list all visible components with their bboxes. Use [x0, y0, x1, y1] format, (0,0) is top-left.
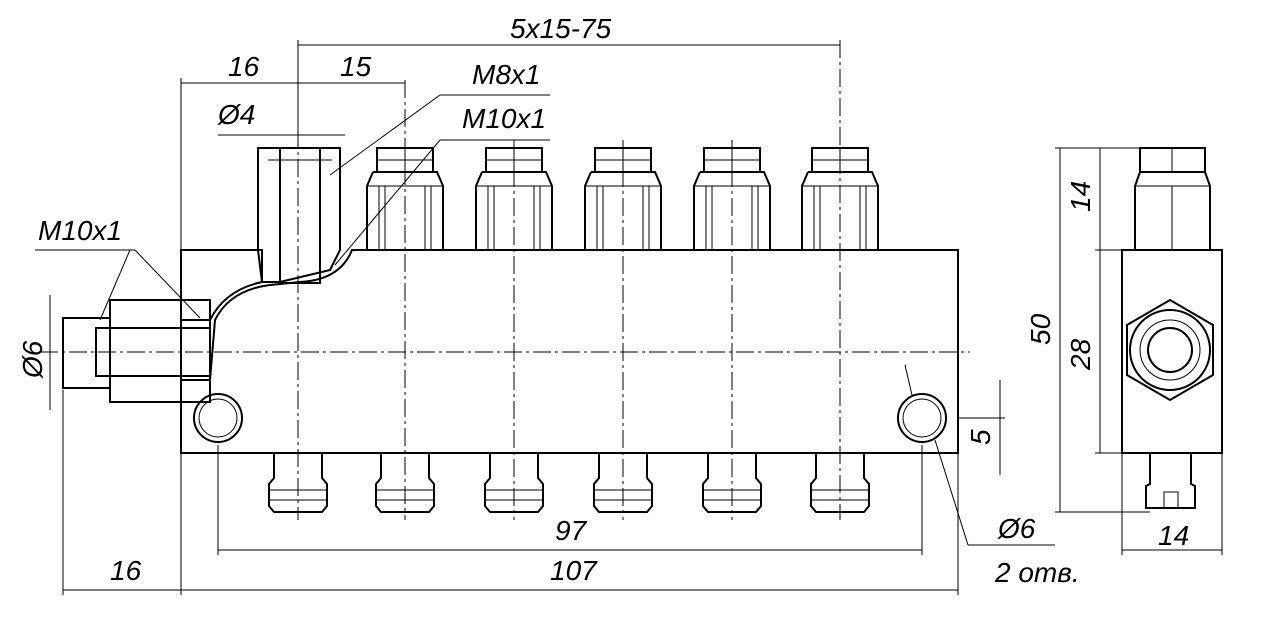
left-fitting-section	[109, 299, 211, 403]
front-view	[40, 40, 970, 520]
dim-height-28: 28	[1065, 338, 1096, 371]
mount-hole-right	[897, 393, 947, 443]
side-view	[1121, 147, 1223, 509]
dim-width-14: 14	[1158, 520, 1189, 551]
label-thread-m10-top: M10x1	[462, 103, 546, 134]
dim-height-50: 50	[1025, 313, 1056, 345]
dim-offset-top: 16	[228, 51, 260, 82]
dim-hole-offset: 5	[965, 429, 996, 445]
dim-height-14: 14	[1065, 181, 1096, 212]
dim-length-107: 107	[550, 555, 598, 586]
m8-fitting-section	[257, 147, 341, 283]
label-thread-m10-left: M10x1	[38, 215, 122, 246]
body-outline	[180, 249, 959, 454]
dim-left-diameter: Ø6	[17, 340, 48, 379]
mount-hole-left	[193, 393, 243, 443]
dim-first-pitch: 15	[340, 51, 372, 82]
dim-hole-d4: Ø4	[217, 99, 255, 130]
dim-hole-diameter: Ø6	[997, 513, 1036, 544]
label-thread-m8: M8x1	[472, 59, 540, 90]
dim-offset-bottom: 16	[110, 555, 142, 586]
dimension-lines	[35, 40, 1223, 595]
dim-pitch: 5x15-75	[510, 13, 612, 44]
dim-length-97: 97	[555, 515, 588, 546]
label-hole-count: 2 отв.	[994, 557, 1080, 588]
